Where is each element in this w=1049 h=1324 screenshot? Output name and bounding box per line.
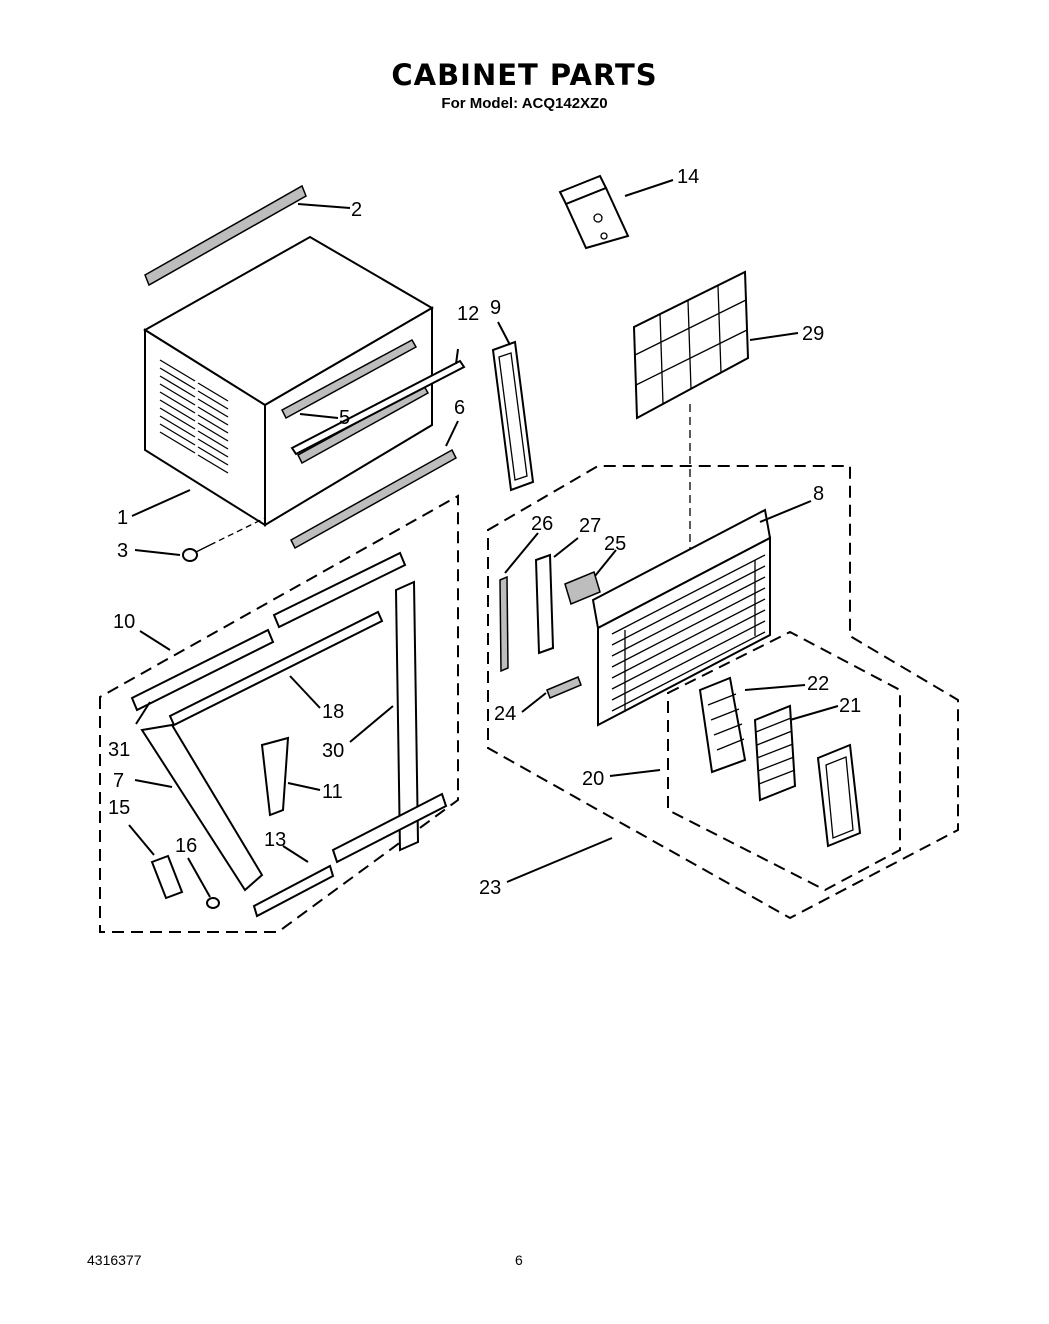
part-24-foam-piece	[546, 676, 582, 699]
callout-23: 23	[479, 877, 501, 899]
callout-5: 5	[339, 407, 350, 429]
part-30-vertical-post	[394, 580, 420, 852]
callout-1: 1	[117, 507, 128, 529]
part-20-louver-housing	[816, 743, 862, 848]
part-8-front-grille	[591, 508, 772, 727]
part-10-channel-upper	[272, 551, 407, 629]
part-16-screw	[206, 897, 220, 909]
callout-15: 15	[108, 797, 130, 819]
callout-10: 10	[113, 611, 135, 633]
callout-24: 24	[494, 703, 516, 725]
callout-26: 26	[531, 513, 553, 535]
callout-11: 11	[322, 781, 343, 803]
part-29-filter	[632, 270, 750, 610]
part-15-mount-bracket	[150, 854, 184, 900]
callout-6: 6	[454, 397, 465, 419]
callout-20: 20	[582, 768, 604, 790]
callout-13: 13	[264, 829, 286, 851]
louver-kit-outline	[667, 630, 901, 892]
part-26-seal-strip	[499, 575, 509, 673]
callout-29: 29	[802, 323, 824, 345]
part-3-screw	[182, 517, 266, 562]
part-12-strip	[290, 359, 466, 456]
callout-2: 2	[351, 199, 362, 221]
part-7-support-arm	[140, 723, 264, 892]
part-9-gasket	[491, 340, 535, 492]
part-14-bracket	[558, 174, 630, 250]
callout-9: 9	[490, 297, 501, 319]
part-1-cabinet	[143, 235, 434, 527]
part-13-bottom-channels	[252, 792, 448, 918]
callout-7: 7	[113, 770, 124, 792]
part-11-clip	[260, 736, 290, 817]
callout-3: 3	[117, 540, 128, 562]
callout-27: 27	[579, 515, 601, 537]
callout-21: 21	[839, 695, 861, 717]
page-number: 6	[515, 1252, 523, 1268]
document-number: 4316377	[87, 1252, 142, 1268]
callout-30: 30	[322, 740, 344, 762]
callout-14: 14	[677, 166, 699, 188]
callout-31: 31	[108, 739, 130, 761]
callout-25: 25	[604, 533, 626, 555]
part-2-top-rail	[144, 184, 307, 287]
part-22-louver-frame	[698, 676, 747, 774]
callout-22: 22	[807, 673, 829, 695]
leader-lines	[128, 179, 839, 898]
page-title: CABINET PARTS	[391, 58, 658, 92]
part-6-bottom-rail	[290, 448, 457, 550]
callout-12: 12	[457, 303, 479, 325]
part-21-louver-blades	[753, 704, 797, 802]
model-subtitle: For Model: ACQ142XZ0	[441, 95, 608, 112]
callout-16: 16	[175, 835, 197, 857]
callout-8: 8	[813, 483, 824, 505]
part-18-strip	[168, 610, 384, 727]
front-panel-assembly-outline	[487, 465, 959, 920]
part-31-channel-lower	[130, 628, 275, 712]
part-27-foam-block	[534, 553, 555, 655]
hardware-kit-outline	[99, 494, 459, 933]
callout-18: 18	[322, 701, 344, 723]
part-25-pad	[564, 570, 601, 606]
